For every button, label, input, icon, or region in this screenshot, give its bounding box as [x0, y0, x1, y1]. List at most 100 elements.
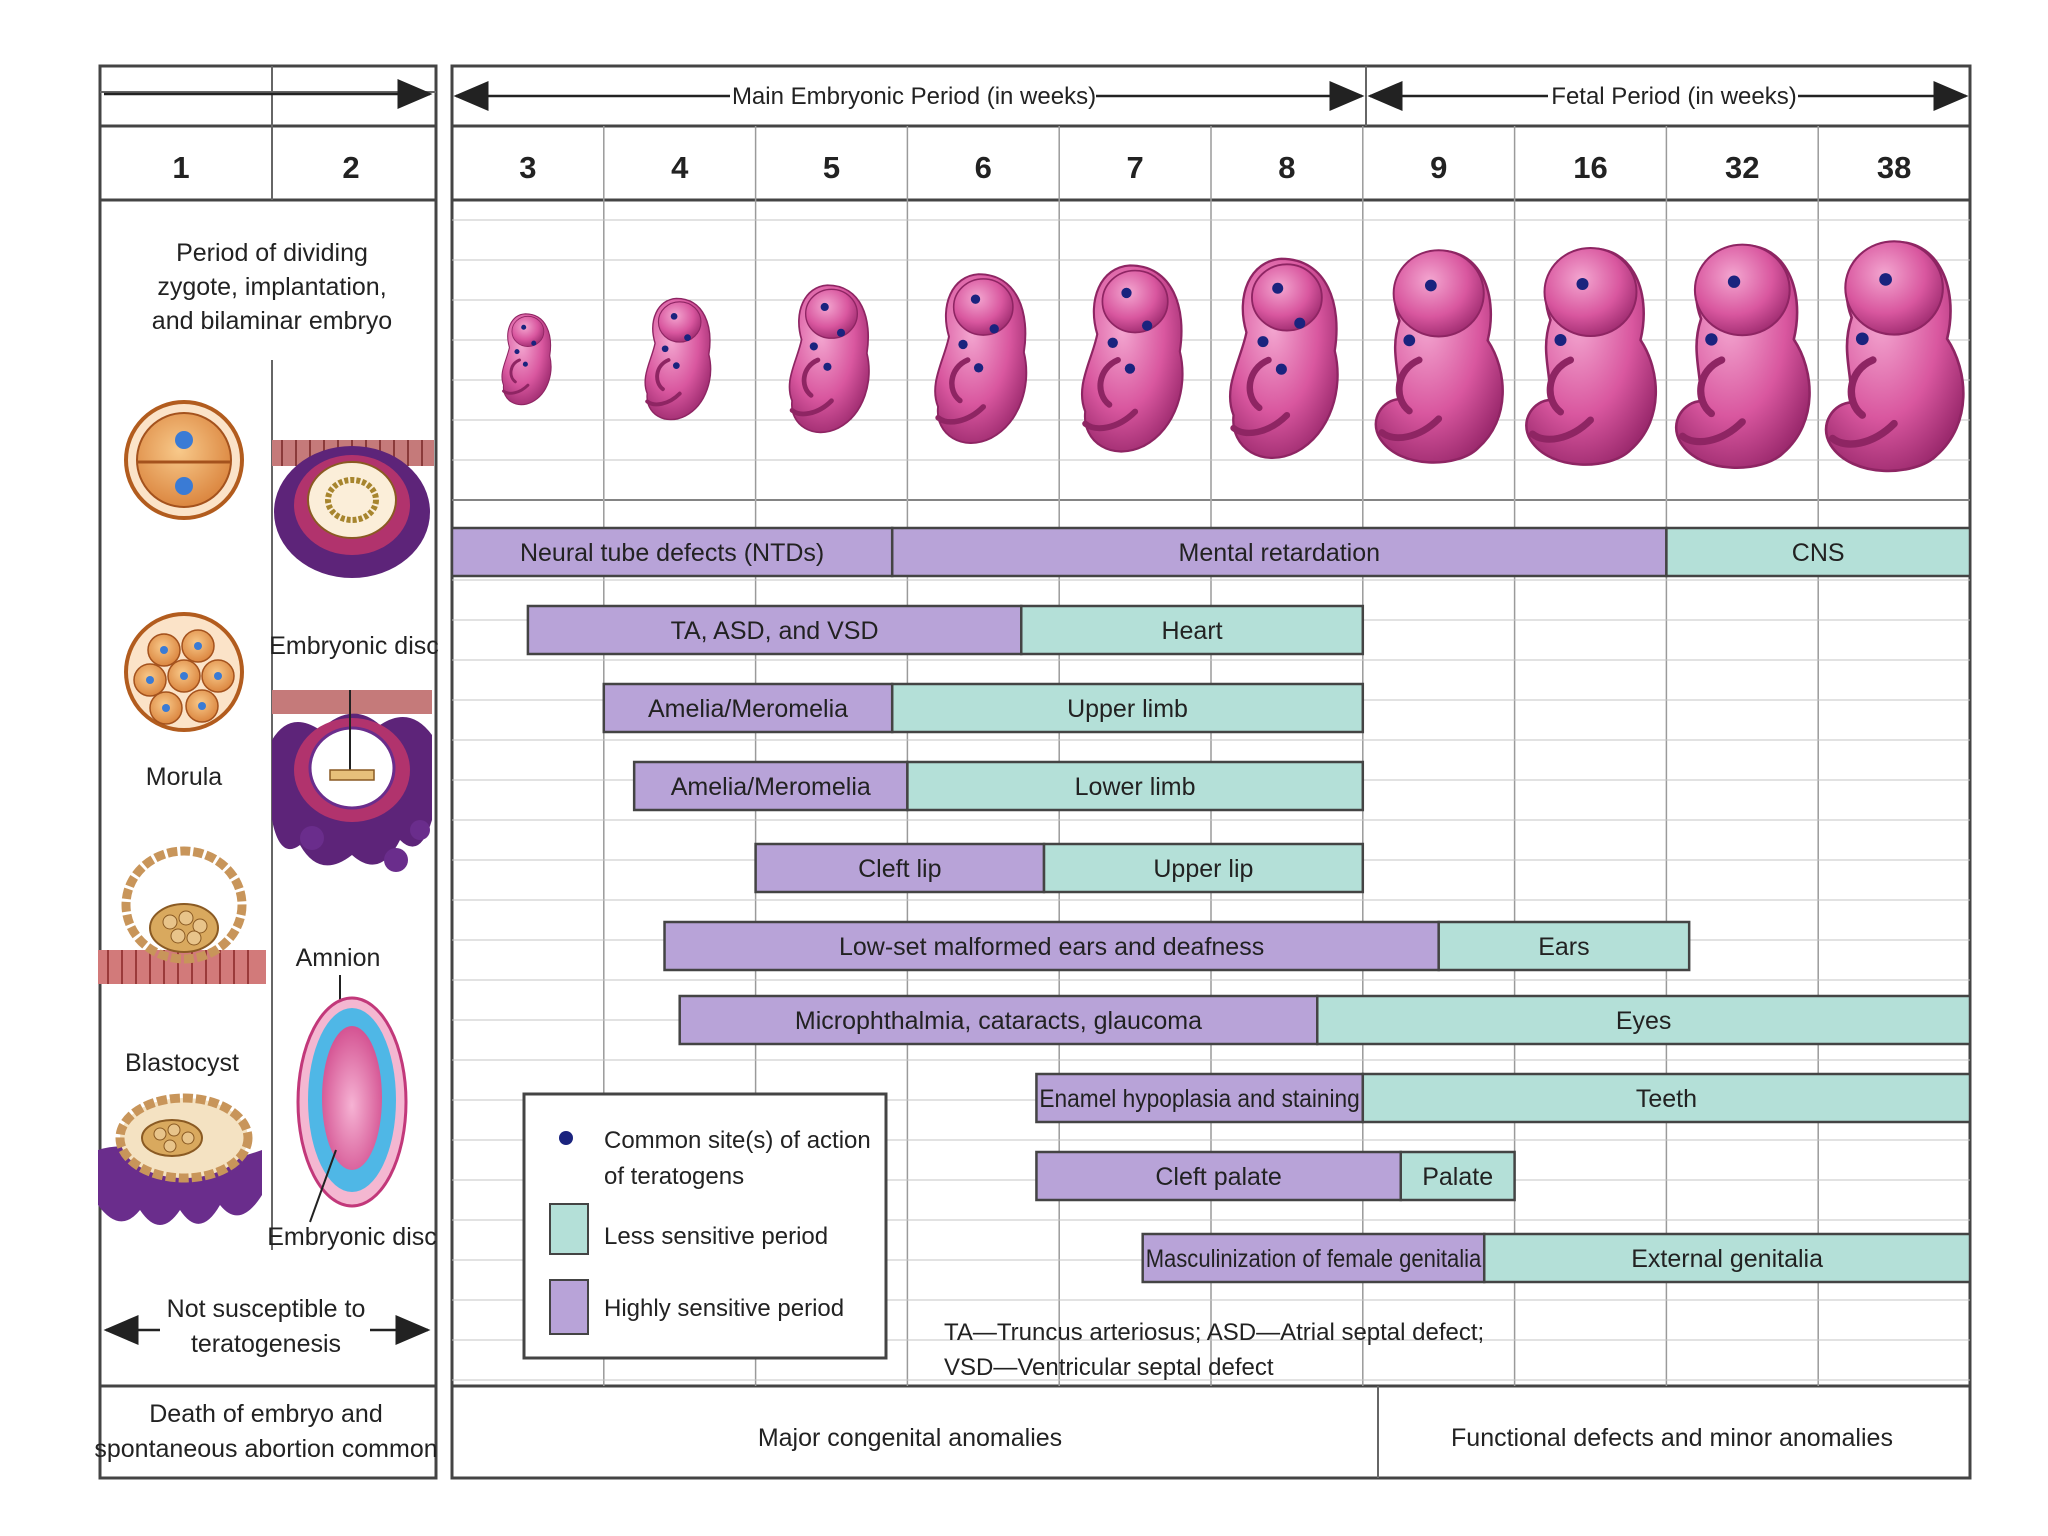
bar-label: Low-set malformed ears and deafness: [839, 933, 1264, 961]
teratogen-site-dot-icon: [672, 362, 680, 369]
period-header: Main Embryonic Period (in weeks) Fetal P…: [453, 81, 1969, 111]
teratogen-site-dot-icon: [1403, 334, 1416, 347]
week-label-2: 2: [342, 150, 359, 185]
week-label-3: 3: [519, 150, 536, 185]
functional-defects-label: Functional defects and minor anomalies: [1451, 1424, 1893, 1452]
embryo-week-16: [1525, 247, 1657, 466]
bar-label: Amelia/Meromelia: [648, 695, 848, 723]
teratogen-site-dot-icon: [1294, 317, 1306, 329]
teratogen-site-dot-icon: [514, 349, 520, 355]
embryo-week-7: [1080, 264, 1184, 453]
embryonic-disc-illustration: [272, 690, 432, 872]
not-susceptible-line-1: Not susceptible to: [167, 1295, 366, 1323]
bar-label: Eyes: [1616, 1007, 1672, 1035]
teratogen-site-dot-icon: [1124, 363, 1136, 374]
week-label-7: 7: [1126, 150, 1143, 185]
bar-label: Lower limb: [1075, 773, 1196, 801]
teratogen-site-dot-icon: [1121, 287, 1132, 299]
less-sensitivity-bar: [1361, 1072, 1972, 1124]
embryo-illustrations: [501, 240, 1965, 473]
death-text-line-1: Death of embryo and: [149, 1400, 382, 1428]
less-sensitivity-bar: [1020, 604, 1365, 656]
footnote-line-2: VSD—Ventricular septal defect: [944, 1354, 1274, 1381]
teratogen-site-dot-icon: [958, 339, 968, 350]
teratogen-site-dot-icon: [670, 312, 678, 320]
legend-less-swatch: [549, 1203, 589, 1255]
embryo-week-8: [1228, 257, 1339, 459]
less-sensitivity-bar: [906, 760, 1365, 812]
fetal-period-label: Fetal Period (in weeks): [1551, 83, 1796, 110]
embryonic-disc-label-1: Embryonic disc: [269, 632, 439, 660]
teratogen-site-dot-icon: [1424, 279, 1437, 292]
legend: Common site(s) of action of teratogens L…: [522, 1092, 888, 1360]
teratogen-site-dot-icon: [1705, 333, 1718, 346]
period-text-line-3: and bilaminar embryo: [152, 307, 392, 335]
teratogen-site-dot-icon: [522, 361, 528, 367]
week-label-9: 9: [1430, 150, 1447, 185]
embryonic-period-label: Main Embryonic Period (in weeks): [732, 83, 1096, 110]
footnote-line-1: TA—Truncus arteriosus; ASD—Atrial septal…: [944, 1319, 1484, 1346]
high-sensitivity-bar: [632, 760, 909, 812]
bar-label: CNS: [1792, 539, 1845, 567]
site-of-action-dot-icon: [559, 1131, 573, 1145]
amnion-label: Amnion: [296, 944, 381, 972]
teratogen-site-dot-icon: [1257, 336, 1269, 348]
bar-label: External genitalia: [1631, 1245, 1823, 1273]
teratogen-site-dot-icon: [820, 302, 829, 312]
week-label-32: 32: [1725, 150, 1759, 185]
less-sensitivity-bar: [890, 682, 1365, 734]
bar-label: Palate: [1422, 1163, 1493, 1191]
embryo-week-5: [788, 284, 870, 434]
bilaminar-implantation-illustration: [272, 440, 434, 578]
teratogen-site-dot-icon: [1272, 282, 1284, 294]
bar-label: Mental retardation: [1179, 539, 1381, 567]
embryo-week-38: [1824, 240, 1965, 473]
high-sensitivity-bar: [678, 994, 1319, 1046]
teratogen-site-dot-icon: [1275, 363, 1287, 375]
implanting-blastocyst-illustration: [98, 846, 266, 984]
morula-label: Morula: [146, 763, 223, 791]
high-sensitivity-bar: [602, 682, 894, 734]
sensitivity-bars: Neural tube defects (NTDs) Mental retarda…: [450, 526, 1972, 1284]
high-sensitivity-bar: [1141, 1232, 1486, 1284]
teratogen-site-dot-icon: [1855, 332, 1869, 346]
week-label-8: 8: [1278, 150, 1295, 185]
embryo-week-4: [644, 297, 712, 421]
bar-label: Microphthalmia, cataracts, glaucoma: [795, 1007, 1202, 1035]
bar-label: Cleft lip: [858, 855, 941, 883]
bar-label: Amelia/Meromelia: [671, 773, 871, 801]
not-susceptible-line-2: teratogenesis: [191, 1330, 341, 1358]
teratogen-site-dot-icon: [1107, 337, 1118, 348]
high-sensitivity-bar: [1035, 1150, 1403, 1202]
teratogen-site-dot-icon: [1576, 278, 1589, 290]
week-label-16: 16: [1573, 150, 1607, 185]
embryo-week-6: [934, 273, 1028, 444]
teratogen-site-dot-icon: [973, 363, 984, 373]
less-sensitivity-bar: [1665, 526, 1972, 578]
period-text-line-2: zygote, implantation,: [157, 273, 386, 301]
week-label-5: 5: [823, 150, 840, 185]
teratogen-site-dot-icon: [809, 342, 818, 351]
bar-label: Teeth: [1636, 1085, 1697, 1113]
major-anomalies-label: Major congenital anomalies: [758, 1424, 1062, 1452]
high-sensitivity-bar: [663, 920, 1440, 972]
bar-label: Neural tube defects (NTDs): [520, 539, 824, 567]
bar-label: Ears: [1538, 933, 1589, 961]
high-sensitivity-bar: [1035, 1072, 1365, 1124]
bar-label: Upper lip: [1153, 855, 1253, 883]
legend-high-swatch: [549, 1279, 589, 1335]
teratogen-site-dot-icon: [661, 345, 669, 353]
teratogen-site-dot-icon: [1554, 334, 1567, 346]
less-sensitivity-bar: [1042, 842, 1365, 894]
bar-label: Masculinization of female genitalia: [1146, 1245, 1482, 1273]
blastocyst-illustration: [98, 1093, 262, 1225]
bar-label: Enamel hypoplasia and staining: [1039, 1085, 1359, 1113]
teratogen-site-dot-icon: [970, 294, 981, 304]
embryonic-disc-label-2: Embryonic disc: [267, 1223, 437, 1251]
period-text-line-1: Period of dividing: [176, 239, 368, 267]
embryo-week-32: [1674, 243, 1811, 469]
embryo-week-9: [1374, 249, 1504, 464]
morula-illustration: [124, 612, 244, 732]
week-label-6: 6: [975, 150, 992, 185]
